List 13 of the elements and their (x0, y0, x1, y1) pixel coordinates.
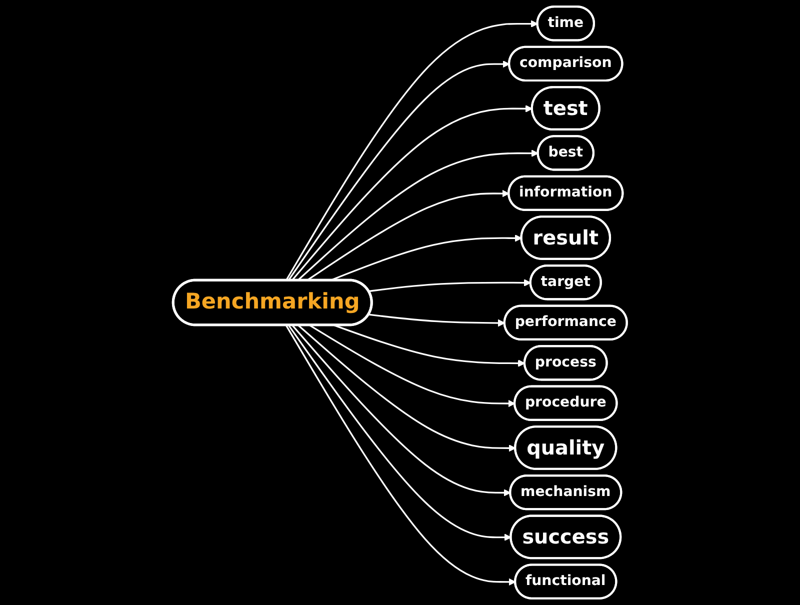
arrow (291, 105, 533, 282)
arrow (288, 60, 510, 281)
arrow (309, 324, 516, 408)
arrow (334, 324, 526, 367)
arrow (285, 324, 516, 586)
arrow (298, 324, 516, 452)
arrow (368, 314, 506, 327)
arrow (368, 279, 532, 292)
arrow (292, 324, 511, 496)
arrow (288, 324, 512, 541)
arrow (306, 190, 510, 282)
arrow (297, 150, 539, 282)
arrow (285, 20, 538, 281)
